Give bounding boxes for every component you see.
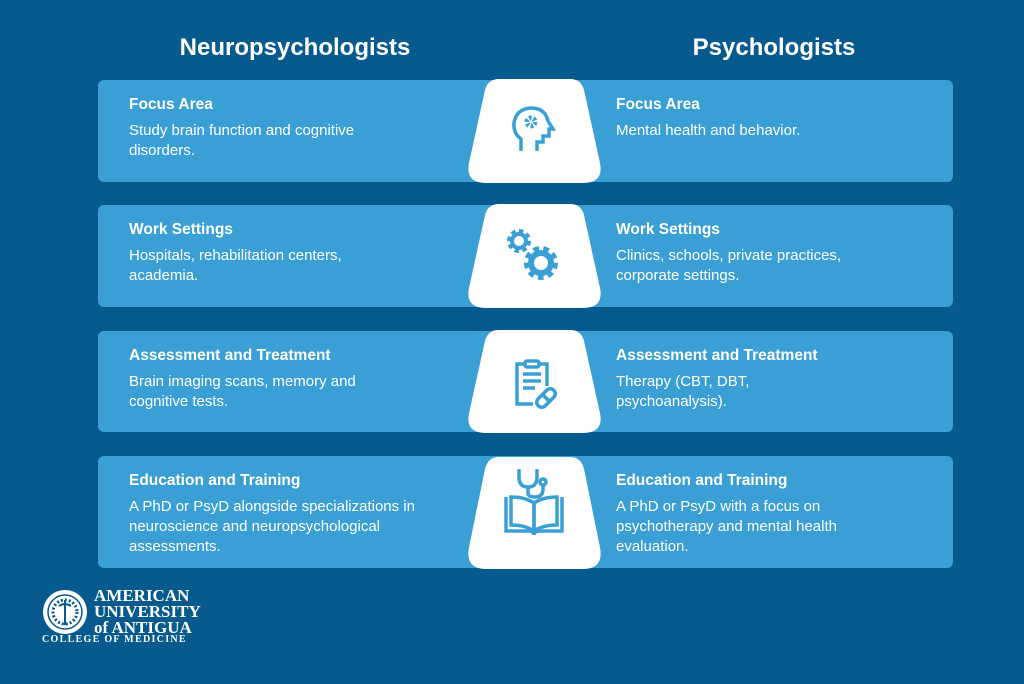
right-body: Mental health and behavior.: [616, 122, 801, 139]
logo-line-3: of ANTIGUA: [94, 618, 192, 637]
left-column-title: Neuropsychologists: [179, 34, 411, 61]
left-body: Hospitals, rehabilitation centers, acade…: [129, 247, 342, 284]
logo-subtitle: COLLEGE OF MEDICINE: [42, 634, 187, 645]
university-logo: AMERICAN UNIVERSITY of ANTIGUA: [42, 586, 201, 637]
right-title: Work Settings: [616, 221, 720, 238]
left-title: Assessment and Treatment: [129, 347, 331, 364]
logo-line-1: AMERICAN: [94, 586, 190, 605]
left-title: Focus Area: [129, 96, 213, 113]
icon-box: [467, 79, 602, 183]
clipboard-pill-icon: [515, 359, 557, 409]
right-title: Assessment and Treatment: [616, 347, 818, 364]
right-body: A PhD or PsyD with a focus on psychother…: [616, 498, 837, 555]
left-body: A PhD or PsyD alongside specializations …: [129, 498, 415, 555]
left-body: Study brain function and cognitive disor…: [129, 122, 355, 159]
logo-line-2: UNIVERSITY: [94, 602, 201, 621]
left-title: Work Settings: [129, 221, 233, 238]
university-seal-icon: [43, 590, 87, 634]
right-body: Clinics, schools, private practices, cor…: [616, 247, 842, 284]
gears-icon: [507, 229, 558, 280]
icon-box: [467, 330, 602, 433]
icon-box: [467, 204, 602, 308]
right-title: Focus Area: [616, 96, 700, 113]
left-title: Education and Training: [129, 472, 301, 489]
right-column-title: Psychologists: [692, 34, 856, 61]
book-stethoscope-icon: [504, 469, 564, 536]
head-gear-icon: [512, 106, 557, 151]
left-body: Brain imaging scans, memory and cognitiv…: [129, 373, 356, 410]
icon-box: [467, 457, 602, 569]
right-title: Education and Training: [616, 472, 788, 489]
right-body: Therapy (CBT, DBT, psychoanalysis).: [616, 373, 750, 410]
